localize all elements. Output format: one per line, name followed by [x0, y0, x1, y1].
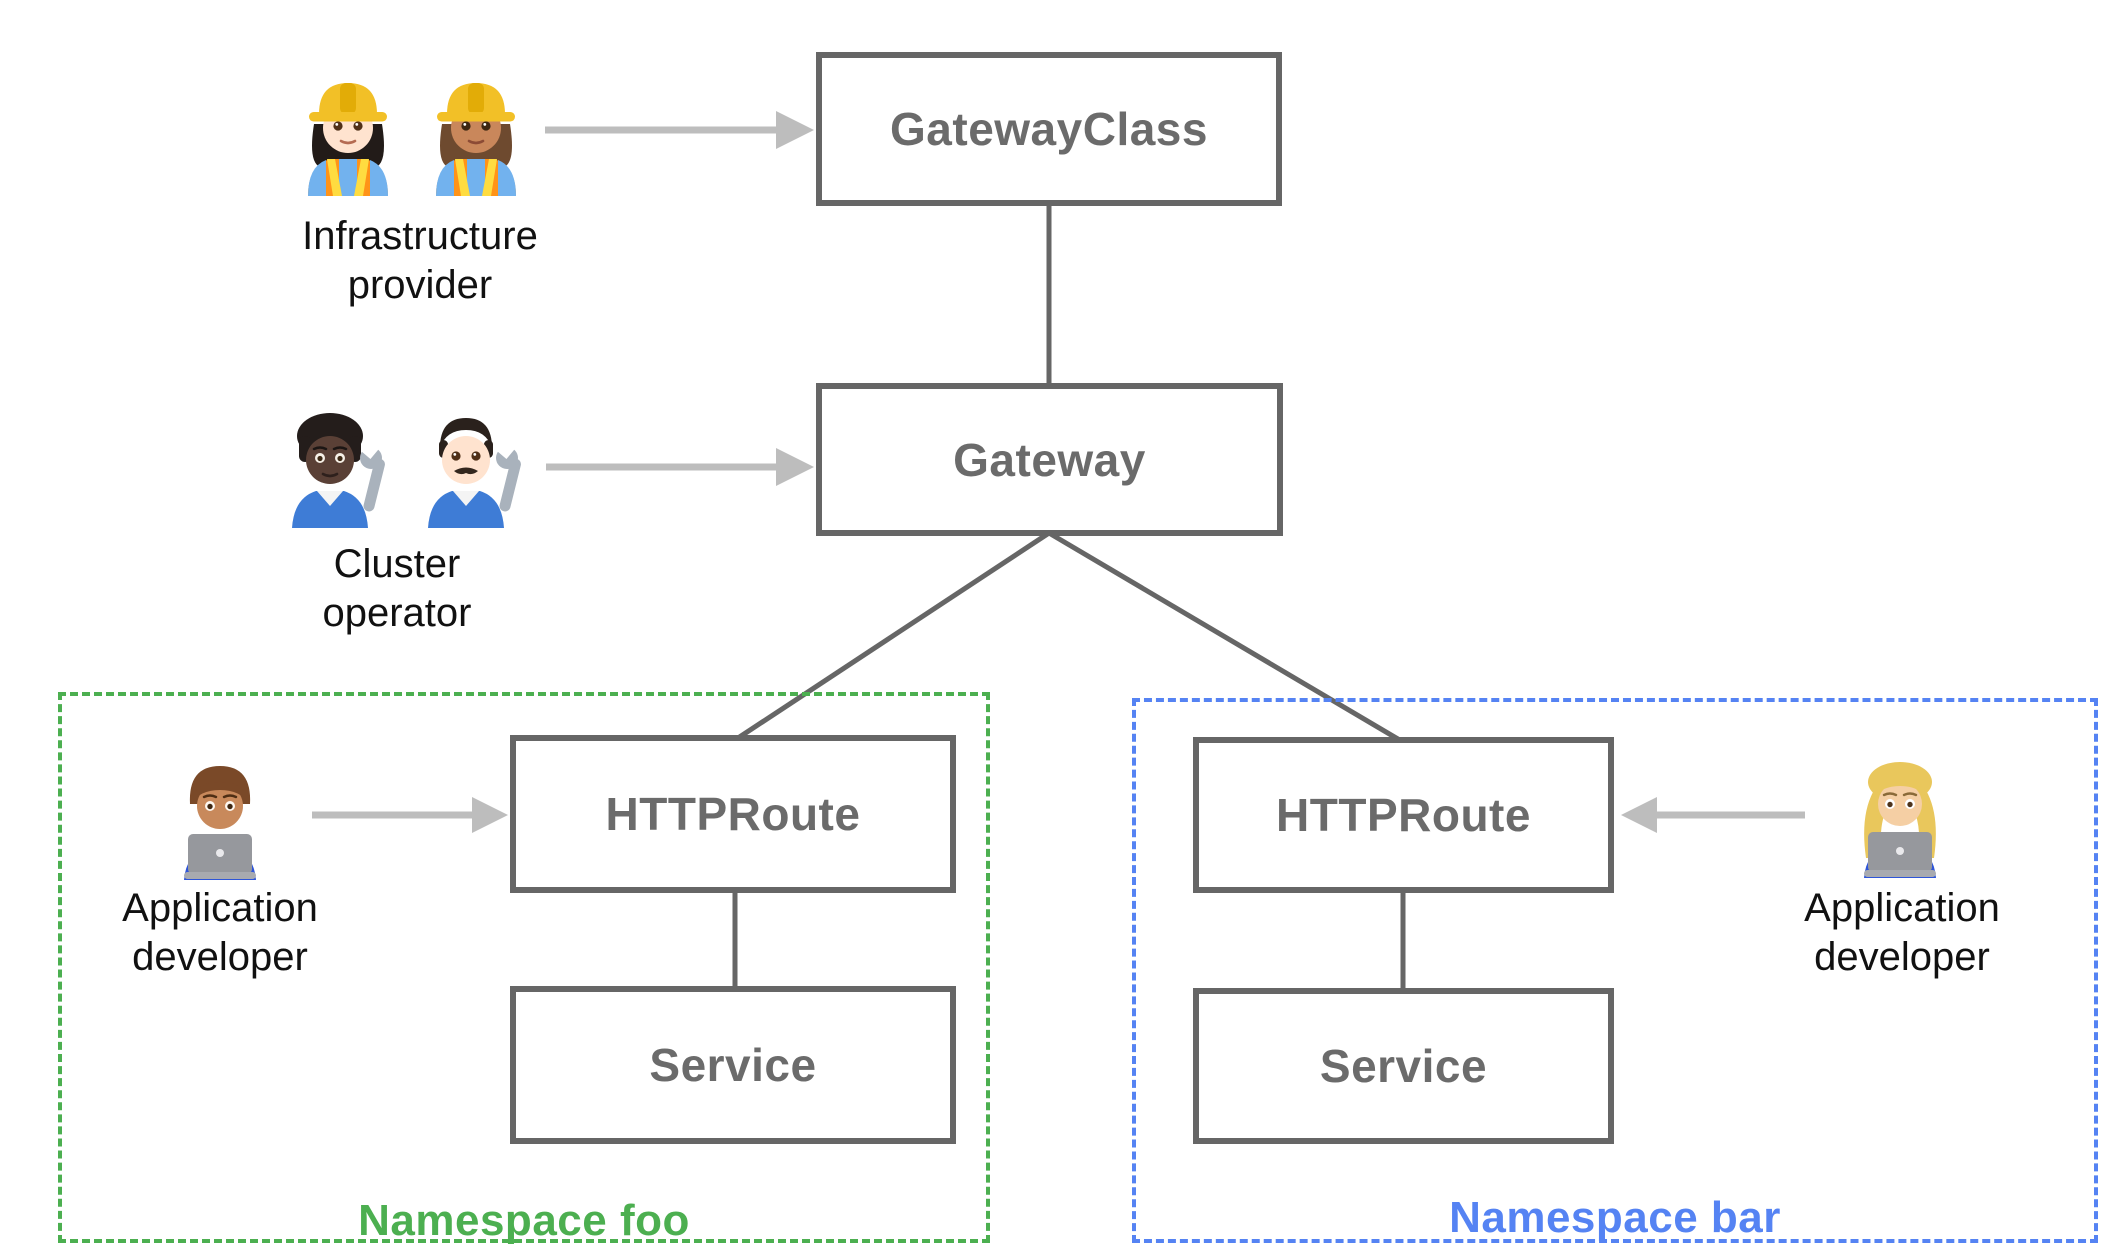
- woman-construction-worker-medium-icon: [436, 83, 516, 196]
- node-service-foo-box: Service: [510, 986, 956, 1144]
- mechanic-dark-icon: [292, 413, 385, 528]
- node-httproute-foo-label: HTTPRoute: [605, 788, 861, 840]
- arrow-infrastructure-to-gatewayclass: [545, 111, 814, 149]
- cluster-operator-icons: [272, 396, 532, 528]
- node-service-bar-box: Service: [1193, 988, 1614, 1144]
- application-developer-bar-label: Application developer: [1804, 886, 2000, 979]
- node-httproute-bar-box: HTTPRoute: [1193, 737, 1614, 893]
- node-service-foo-label: Service: [649, 1039, 817, 1091]
- node-gatewayclass-box: GatewayClass: [816, 52, 1282, 206]
- connector-gateway-httproute-bar: [1047, 530, 1405, 745]
- woman-technologist-icon: [1864, 762, 1936, 878]
- connector-gateway-httproute-foo: [733, 530, 1051, 743]
- node-gateway-label: Gateway: [953, 433, 1146, 486]
- node-httproute-bar-label: HTTPRoute: [1276, 789, 1531, 841]
- woman-construction-worker-light-icon: [308, 83, 388, 196]
- infrastructure-provider-label: Infrastructure provider: [302, 214, 538, 307]
- arrow-developer-to-httproute-foo: [312, 797, 508, 833]
- application-developer-bar-icon-row: [1842, 746, 1958, 878]
- man-mechanic-light-icon: [428, 418, 521, 528]
- application-developer-foo-label: Application developer: [122, 886, 318, 979]
- node-httproute-foo-box: HTTPRoute: [510, 735, 956, 893]
- arrow-cluster-operator-to-gateway: [546, 448, 814, 486]
- application-developer-foo-icon-row: [162, 748, 278, 880]
- namespace-foo-box: [58, 692, 990, 1243]
- namespace-bar-box: [1132, 698, 2098, 1243]
- namespace-bar-label: Namespace bar: [1449, 1193, 1781, 1242]
- infrastructure-provider-icons: [290, 64, 534, 196]
- node-gatewayclass-label: GatewayClass: [890, 103, 1208, 155]
- cluster-operator-label: Cluster operator: [322, 542, 472, 635]
- arrow-developer-to-httproute-bar: [1621, 797, 1805, 833]
- node-service-bar-label: Service: [1319, 1040, 1488, 1092]
- man-technologist-icon: [184, 766, 256, 880]
- node-gateway-box: Gateway: [816, 383, 1283, 536]
- namespace-foo-label: Namespace foo: [358, 1196, 690, 1245]
